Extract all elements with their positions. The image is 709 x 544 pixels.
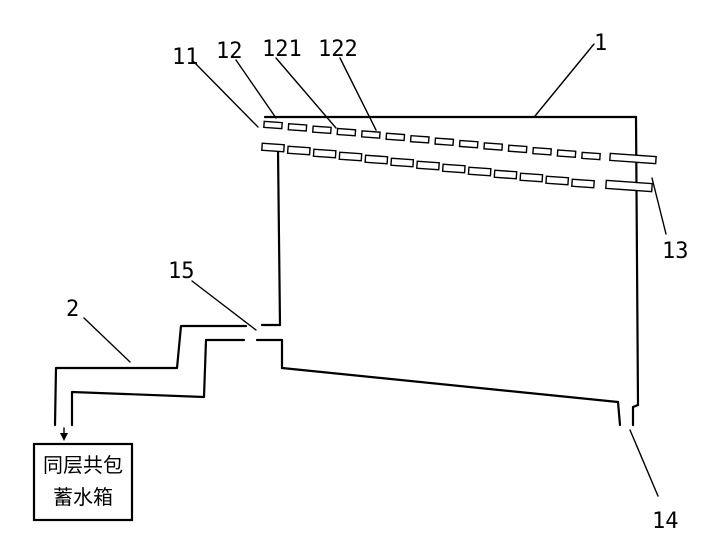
leader-2	[83, 317, 131, 363]
label-122: 122	[318, 37, 358, 62]
lower-slotted-plate	[261, 142, 653, 193]
leader-14	[629, 429, 659, 497]
upper-slotted-plate	[263, 120, 657, 165]
tank-body	[255, 115, 640, 427]
pipe-2	[53, 324, 248, 441]
lower-slot	[286, 145, 311, 156]
label-15: 15	[168, 259, 195, 284]
upper-slot	[287, 123, 308, 132]
upper-slot-end	[609, 152, 657, 165]
storage-tank-outline	[32, 442, 134, 522]
outlet-left-wall	[616, 400, 622, 427]
label-14: 14	[652, 509, 679, 534]
lower-slot	[545, 175, 570, 186]
upper-slot	[311, 125, 332, 135]
upper-slot	[336, 127, 357, 137]
upper-slot	[385, 132, 406, 142]
storage-tank-line1: 同层共包	[43, 453, 123, 477]
inlet-lower-lip	[255, 338, 284, 370]
storage-tank-box: 同层共包 蓄水箱	[32, 442, 134, 522]
label-11: 11	[172, 45, 199, 70]
leader-1	[534, 43, 595, 117]
pipe-outer-wall	[53, 324, 248, 427]
labels: 11 12 121 122 1 13 15 2 14	[66, 31, 689, 534]
lower-slot	[261, 142, 285, 153]
lower-slot	[493, 169, 518, 180]
lower-slot	[441, 163, 466, 174]
lower-slot	[519, 172, 544, 183]
upper-slot	[581, 151, 601, 161]
lower-slot	[467, 166, 492, 177]
upper-slot	[434, 137, 455, 147]
tank-right-wall	[634, 115, 640, 407]
upper-slot	[556, 149, 577, 158]
tank-left-wall	[276, 148, 282, 327]
label-13: 13	[662, 239, 689, 264]
label-1: 1	[594, 31, 607, 56]
upper-slot	[360, 130, 381, 139]
lower-slot-end	[605, 179, 653, 193]
leader-12	[235, 59, 277, 119]
leader-11	[191, 59, 259, 128]
lower-slot	[416, 160, 440, 171]
outlet-right-wall	[631, 403, 640, 427]
upper-slot	[263, 120, 283, 130]
lower-slot	[571, 178, 595, 189]
label-121: 121	[262, 37, 302, 62]
leader-122	[339, 57, 377, 131]
lower-slot	[312, 148, 337, 159]
label-2: 2	[66, 297, 79, 322]
leader-lines	[83, 43, 667, 497]
tank-sloped-bottom	[280, 366, 620, 404]
lower-slot	[364, 154, 389, 165]
upper-slot	[483, 142, 504, 151]
upper-slot	[458, 139, 479, 149]
flow-arrow-head	[60, 433, 68, 441]
lower-slot	[390, 157, 415, 168]
lower-slot	[338, 151, 363, 162]
upper-slot	[507, 144, 528, 154]
storage-tank-line2: 蓄水箱	[53, 485, 113, 509]
label-12: 12	[216, 39, 243, 64]
upper-slot	[409, 134, 430, 144]
leader-15	[191, 280, 257, 331]
leader-121	[275, 57, 337, 129]
upper-slot	[532, 146, 553, 156]
pipe-inner-wall	[70, 338, 246, 427]
leader-13	[651, 177, 667, 235]
